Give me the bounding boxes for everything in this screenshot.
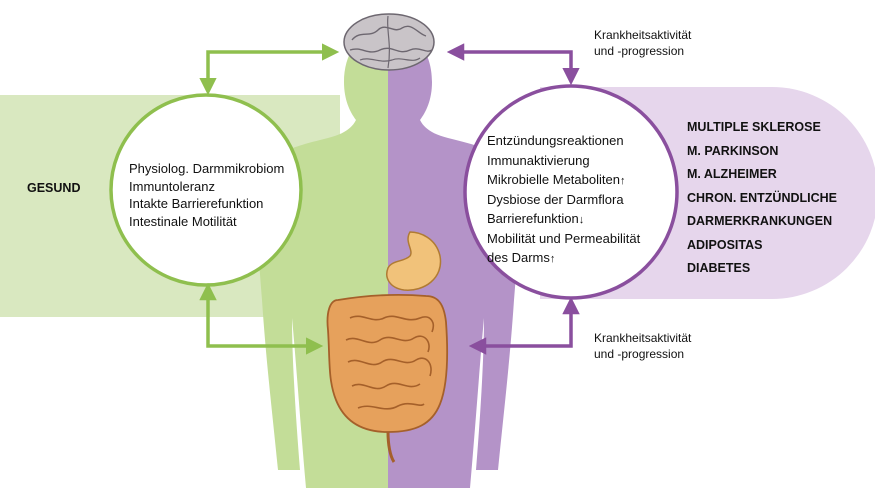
healthy-item: Immuntoleranz <box>129 178 284 196</box>
down-arrow-icon: ↓ <box>579 214 585 226</box>
disease-item: Mikrobielle Metaboliten↑ <box>487 171 640 191</box>
disease-item: des Darms↑ <box>487 249 640 269</box>
disease-item: Immunaktivierung <box>487 152 640 172</box>
progression-note-bottom: Krankheitsaktivität und -progression <box>594 330 691 362</box>
disease-name: MULTIPLE SKLEROSE <box>687 116 837 140</box>
disease-item: Barrierefunktion↓ <box>487 210 640 230</box>
disease-name: DIABETES <box>687 257 837 281</box>
disease-item: Mobilität und Permeabilität <box>487 230 640 250</box>
disease-name: DARMERKRANKUNGEN <box>687 210 837 234</box>
disease-item: Entzündungsreaktionen <box>487 132 640 152</box>
progression-note-top: Krankheitsaktivität und -progression <box>594 27 691 59</box>
disease-list: MULTIPLE SKLEROSE M. PARKINSON M. ALZHEI… <box>687 116 837 281</box>
disease-name: CHRON. ENTZÜNDLICHE <box>687 187 837 211</box>
arrow-brain-to-disease <box>452 52 571 80</box>
disease-item: Dysbiose der Darmflora <box>487 191 640 211</box>
disease-name: M. PARKINSON <box>687 140 837 164</box>
arrow-brain-to-healthy <box>208 52 334 90</box>
healthy-item: Intakte Barrierefunktion <box>129 195 284 213</box>
disease-name: ADIPOSITAS <box>687 234 837 258</box>
disease-feature-list: Entzündungsreaktionen Immunaktivierung M… <box>487 132 640 269</box>
brain-icon <box>344 14 434 70</box>
up-arrow-icon: ↑ <box>550 253 556 265</box>
healthy-item: Intestinale Motilität <box>129 213 284 231</box>
healthy-item: Physiolog. Darmmikrobiom <box>129 160 284 178</box>
up-arrow-icon: ↑ <box>620 175 626 187</box>
disease-name: M. ALZHEIMER <box>687 163 837 187</box>
healthy-feature-list: Physiolog. Darmmikrobiom Immuntoleranz I… <box>129 160 284 230</box>
healthy-label: GESUND <box>27 181 80 195</box>
